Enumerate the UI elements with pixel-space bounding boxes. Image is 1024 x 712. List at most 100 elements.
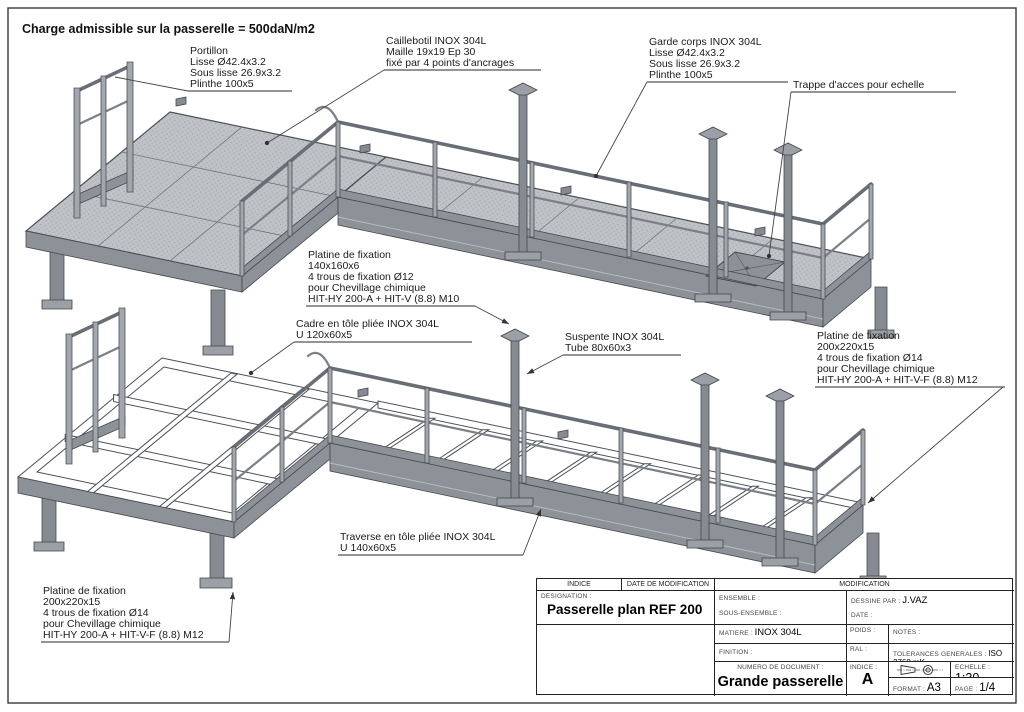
suspente-1 [504,82,542,261]
tb-numero-cell: NUMERO DE DOCUMENT : Grande passerelle [715,662,847,696]
tb-dessine-par-label: DESSINE PAR : [851,598,901,605]
callout-traverse: Traverse en tôle pliée INOX 304L U 140x6… [338,508,542,556]
svg-text:Traverse en tôle pliée INOX 30: Traverse en tôle pliée INOX 304L [340,531,496,543]
svg-text:Caillebotil INOX 304L: Caillebotil INOX 304L [386,35,487,47]
guardrail [239,105,874,300]
tb-page-value: 1/4 [979,682,996,694]
svg-text:Tube 80x60x3: Tube 80x60x3 [565,342,631,354]
svg-text:4 trous de fixation Ø14: 4 trous de fixation Ø14 [43,607,149,619]
bottom-isometric-view [16,307,887,589]
tb-page-cell: PAGE : 1/4 [951,678,1014,696]
svg-text:pour Chevillage chimique: pour Chevillage chimique [308,282,426,294]
tb-numero-label: NUMERO DE DOCUMENT : [737,664,824,671]
svg-text:fixé par 4 points d'ancrages: fixé par 4 points d'ancrages [386,57,514,69]
tb-page-label: PAGE : [955,686,978,693]
tb-indice-cell: INDICE : A [847,662,889,696]
tb-header-modification-label: MODIFICATION [839,581,890,588]
tb-format-cell: FORMAT : A3 [889,678,951,696]
projection-symbol-icon [896,664,943,675]
frame-suspente-1 [496,328,534,507]
tb-designation-label: DESIGNATION : [541,593,592,600]
suspente-3 [769,142,807,321]
svg-text:Suspente INOX 304L: Suspente INOX 304L [565,331,664,343]
svg-text:Platine de fixation: Platine de fixation [817,330,900,342]
tb-echelle-cell: ECHELLE : 1:30 [951,662,1014,678]
svg-text:U 120x60x5: U 120x60x5 [296,329,352,341]
svg-text:Platine de fixation: Platine de fixation [308,249,391,261]
callout-platine-gauche: Platine de fixation 200x220x15 4 trous d… [41,585,236,643]
tb-tolerances-value: ISO 2768 mK [893,649,1003,661]
svg-text:Sous lisse 26.9x3.2: Sous lisse 26.9x3.2 [649,58,740,70]
suspente-2 [694,126,732,303]
svg-text:Garde corps INOX 304L: Garde corps INOX 304L [649,36,762,48]
svg-text:U 140x60x5: U 140x60x5 [340,542,396,554]
callouts: Charge admissible sur la passerelle = 50… [22,22,1005,643]
svg-text:4 trous de fixation Ø12: 4 trous de fixation Ø12 [308,271,414,283]
svg-text:200x220x15: 200x220x15 [43,596,100,608]
tb-matiere-value: INOX 304L [754,627,802,638]
tb-notes-label: NOTES : [893,629,921,636]
tb-empty-cell [537,625,715,696]
tb-designation-value: Passerelle plan REF 200 [547,602,703,617]
svg-text:4 trous de fixation Ø14: 4 trous de fixation Ø14 [817,352,923,364]
support-legs [41,245,895,356]
svg-text:Lisse Ø42.4x3.2: Lisse Ø42.4x3.2 [649,47,725,59]
tb-poids-label: POIDS : [850,627,876,634]
tb-dessine-par-value: J.VAZ [902,595,928,606]
top-isometric-view [24,61,895,356]
tb-format-label: FORMAT : [893,686,926,693]
frame-suspente-2 [686,372,724,549]
tb-ral-label: RAL : [850,646,868,653]
svg-text:200x220x15: 200x220x15 [817,341,874,353]
tb-projection-cell [889,662,951,678]
tb-indice-value: A [861,671,874,688]
tb-finition-label: FINITION : [719,649,753,656]
platform-deck [24,96,873,328]
load-note: Charge admissible sur la passerelle = 50… [22,22,315,36]
tb-header-indice-label: INDICE [567,581,591,588]
tb-notes-cell: NOTES : [889,625,1014,644]
svg-text:Platine de fixation: Platine de fixation [43,585,126,597]
tb-ensemble-cell: ENSEMBLE : SOUS-ENSEMBLE : [715,591,847,625]
svg-text:Trappe d'acces pour echelle: Trappe d'acces pour echelle [793,79,924,91]
tb-dessine-cell: DESSINE PAR : J.VAZ DATE : [847,591,1014,625]
tb-ral-cell: RAL : [847,644,889,662]
tb-format-value: A3 [926,682,941,694]
tb-header-modification: MODIFICATION [715,579,1014,591]
tb-ensemble-label: ENSEMBLE : [719,595,761,602]
frame-suspente-posts [496,328,799,567]
tb-date-label: DATE : [851,612,873,619]
svg-text:Sous lisse 26.9x3.2: Sous lisse 26.9x3.2 [190,67,281,79]
tb-header-date-label: DATE DE MODIFICATION [626,581,710,588]
frame-suspente-3 [761,388,799,567]
svg-text:HIT-HY 200-A + HIT-V-F (8.8) M: HIT-HY 200-A + HIT-V-F (8.8) M12 [817,374,978,386]
frame-gate-portillon [65,307,126,465]
callout-suspente: Suspente INOX 304L Tube 80x60x3 [526,331,681,375]
page-border [7,7,1017,704]
svg-text:HIT-HY 200-A + HIT-V (8.8) M10: HIT-HY 200-A + HIT-V (8.8) M10 [308,293,459,305]
tb-finition-cell: FINITION : [715,644,847,662]
callout-trappe: Trappe d'acces pour echelle [766,79,956,259]
svg-text:Portillon: Portillon [190,45,228,57]
svg-text:Cadre en tôle pliée INOX 304L: Cadre en tôle pliée INOX 304L [296,318,439,330]
tb-tolerances-cell: TOLERANCES GENERALES : ISO 2768 mK [889,644,1014,662]
svg-text:Lisse Ø42.4x3.2: Lisse Ø42.4x3.2 [190,56,266,68]
tb-echelle-label: ECHELLE : [955,664,991,671]
callout-platine-haute: Platine de fixation 140x160x6 4 trous de… [306,249,510,325]
callout-portillon: Portillon Lisse Ø42.4x3.2 Sous lisse 26.… [114,45,292,92]
title-block: INDICE DATE DE MODIFICATION MODIFICATION… [536,578,1014,696]
callout-cadre: Cadre en tôle pliée INOX 304L U 120x60x5 [248,318,472,376]
frame-guardrail [231,351,866,546]
svg-text:HIT-HY 200-A + HIT-V-F (8.8) M: HIT-HY 200-A + HIT-V-F (8.8) M12 [43,629,204,641]
svg-text:Plinthe 100x5: Plinthe 100x5 [649,69,713,81]
callout-caillebotis: Caillebotil INOX 304L Maille 19x19 Ep 30… [264,35,541,146]
svg-text:pour Chevillage chimique: pour Chevillage chimique [43,618,161,630]
tb-indice-label: INDICE : [850,664,878,671]
svg-text:Plinthe 100x5: Plinthe 100x5 [190,78,254,90]
callout-garde-corps: Garde corps INOX 304L Lisse Ø42.4x3.2 So… [593,36,788,179]
anchor-tabs [175,96,766,237]
svg-text:Maille 19x19 Ep 30: Maille 19x19 Ep 30 [386,46,475,58]
tb-header-date: DATE DE MODIFICATION [622,579,715,591]
svg-text:140x160x6: 140x160x6 [308,260,360,272]
